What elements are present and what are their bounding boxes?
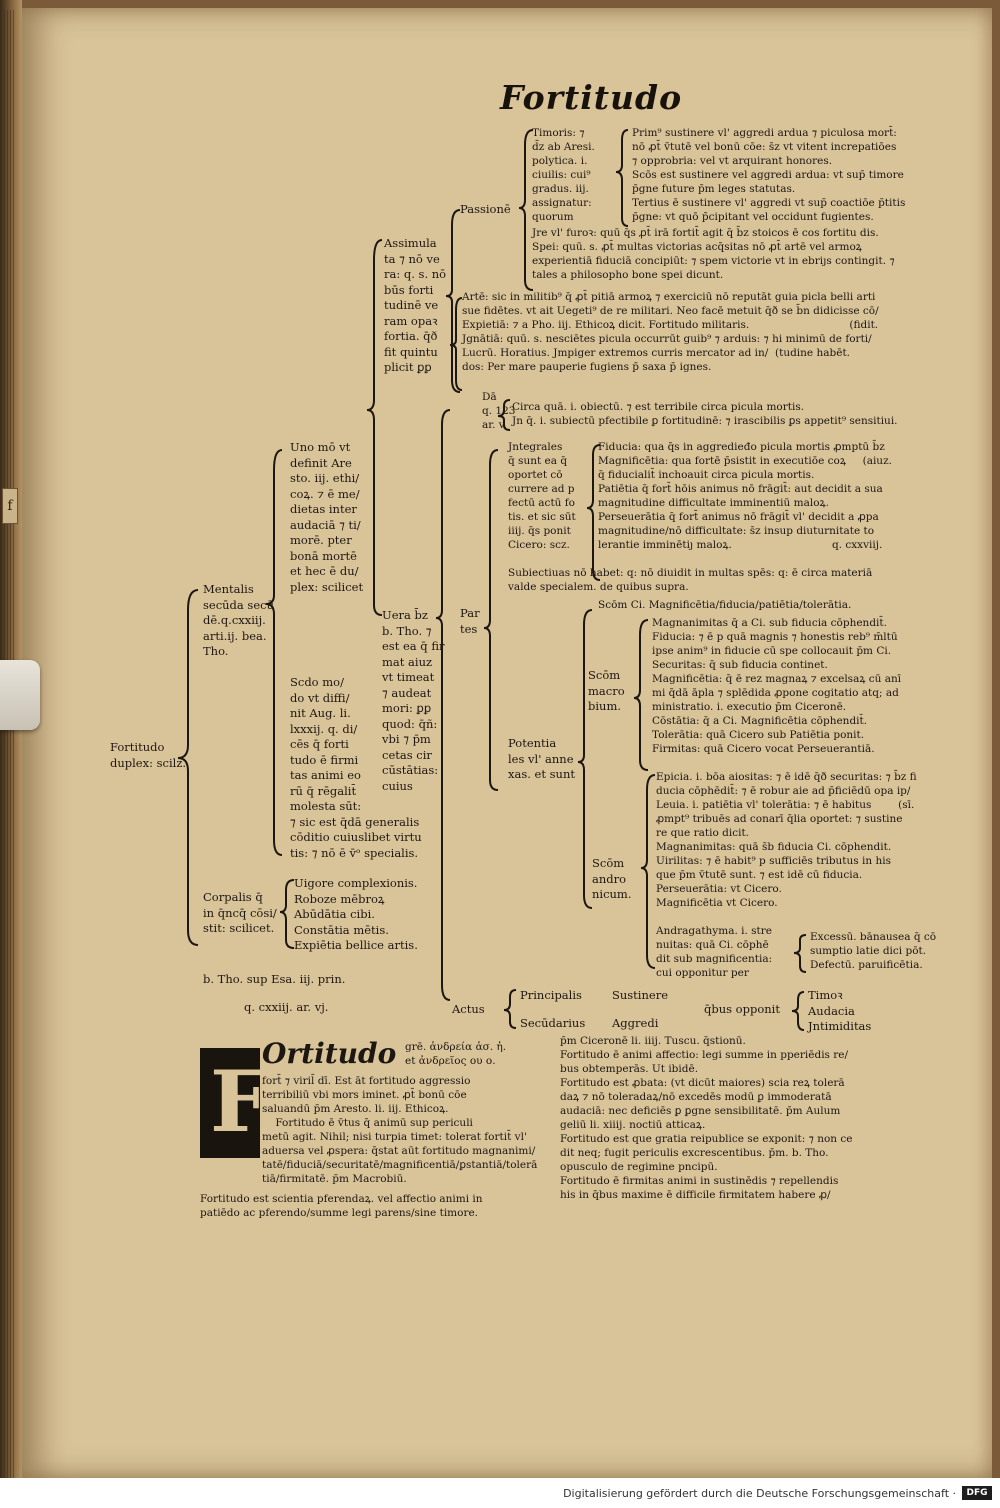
- excessu-bracket: [793, 934, 807, 973]
- tree-root: Fortitudo duplex: scilz.: [110, 740, 187, 770]
- potentiales-bracket: [577, 609, 593, 909]
- uno-bracket: [366, 239, 383, 616]
- secundum-cicero: Scōm Ci. Magnificētia/fiducia/patiētia/t…: [598, 599, 852, 611]
- macrobium-bracket: [633, 619, 649, 771]
- vera-bracket: [435, 409, 451, 1001]
- subiectiuas: Subiectiuas nō habet: q: nō diuidit in m…: [508, 567, 873, 593]
- page-edges: [4, 10, 16, 1480]
- page-clip: [0, 660, 40, 730]
- body-greek: grē. ἀνδρεία ἀσ. ἡ. et ἀνδρεῖος ου ο.: [405, 1041, 507, 1067]
- da-items: Circa quā. i. obiectū. ⁊ est terribile c…: [512, 401, 898, 427]
- body-head-word: Ortitudo: [262, 1037, 397, 1070]
- andragathyma: Andragathyma. i. stre nuitas: quā Ci. cō…: [656, 925, 773, 979]
- tree-vera: Uera b̄z b. Tho. ⁊ est ea q̄ fir mat aiu…: [382, 608, 445, 793]
- andronicum-bracket: [640, 774, 656, 969]
- partes-bracket: [483, 449, 499, 791]
- excessu-defectu: Excessū. bānausea q̄ cō sumptio latie di…: [810, 931, 937, 971]
- tree-actus: Actus: [452, 1002, 485, 1016]
- tree-da: Dā q. 123 ar. v.: [482, 391, 516, 431]
- actus-bracket: [503, 989, 517, 1029]
- actus-sustinere: Sustinere: [612, 988, 669, 1002]
- footer-bar: Digitalisierung gefördert durch die Deut…: [0, 1478, 1000, 1508]
- body-left-para2: Fortitudo est scientia pferendaꝝ. vel af…: [200, 1193, 483, 1219]
- quibus-opponit: q̄bus opponit: [704, 1002, 780, 1016]
- secundum-andronicum: Scōm andro nicum.: [592, 856, 632, 901]
- passione-items: Prim⁹ sustinere vl' aggredi ardua ⁊ picu…: [632, 127, 906, 223]
- tree-mentalis: Mentalis secūda secū dē.q.cxxiij. arti.i…: [203, 582, 274, 658]
- margin-tab: f: [2, 488, 18, 524]
- corporalis-items: Uigore complexionis. Roboze mēbroꝝ Abūdā…: [294, 876, 418, 952]
- timoris-bracket: [615, 129, 629, 227]
- tree-partes: Par tes: [460, 606, 480, 636]
- book-page: [22, 8, 992, 1478]
- secundum-macrobium: Scōm macro bium.: [588, 668, 625, 713]
- actus-principalis: Principalis: [520, 988, 582, 1002]
- passione-continued: Jre vl' furoꝛ: quū q̄s ꝓt̄ irā fortit̄ a…: [532, 227, 895, 281]
- artis-items: Artē: sic in militib⁹ q̄ ꝓt̄ pitiā armoꝝ…: [462, 291, 879, 373]
- passione-timoris: Timoris: ⁊ d̄z ab Aresi. polytica. i. ci…: [532, 127, 595, 223]
- andronicum-items: Epicia. i. bōa aiositas: ⁊ ē idē q̄ð sec…: [656, 771, 917, 909]
- tree-corporalis: Corpalis q̄ in q̄ncq̄ cōsi/ stit: scilic…: [203, 890, 277, 935]
- integrales-items: Fiducia: qua q̄s in aggredieđo picula mo…: [598, 441, 892, 551]
- book-gutter: [0, 0, 22, 1508]
- tree-passione: Passionē: [460, 202, 511, 216]
- mentalis-bracket: [265, 449, 283, 856]
- drop-cap: F: [200, 1048, 270, 1158]
- assimulata-bracket: [445, 209, 461, 393]
- body-right-para: p̄m Ciceronē li. iiij. Tuscu. q̄stionū. …: [560, 1035, 853, 1201]
- actus-aggredi: Aggredi: [612, 1016, 659, 1030]
- page-title: Fortitudo: [500, 78, 683, 117]
- ref-question: q. cxxiij. ar. vj.: [244, 1000, 329, 1014]
- ref-thomas-esa: b. Tho. sup Esa. iij. prin.: [203, 972, 346, 986]
- opposites: Timoꝛ Audacia Jntimiditas: [808, 988, 872, 1033]
- passione-bracket: [518, 129, 534, 291]
- opp-bracket: [791, 991, 805, 1031]
- tree-assimulata: Assimula ta ⁊ nō ve ra: q. s. nō būs for…: [384, 236, 447, 374]
- root-bracket: [177, 589, 199, 946]
- da-bracket: [497, 399, 511, 431]
- tree-uno-modo: Uno mō vt definit Are sto. iij. ethi/ co…: [290, 440, 364, 594]
- footer-credit: Digitalisierung gefördert durch die Deut…: [563, 1487, 956, 1500]
- tree-potentiales: Potentia les vl' anne xas. et sunt: [508, 736, 575, 781]
- actus-secundarius: Secūdarius: [520, 1016, 586, 1030]
- macrobium-items: Magnanimitas q̄ a Ci. sub fiducia cōphen…: [652, 617, 902, 755]
- tree-integrales: Jntegrales q̄ sunt ea q̄ oportet cō curr…: [508, 441, 576, 551]
- assim-passion-bracket: [449, 297, 463, 391]
- corporalis-bracket: [279, 879, 295, 949]
- dfg-logo: DFG: [962, 1486, 992, 1500]
- body-left-para1: fort̄ ⁊ viril̄ dī. Est āt fortitudo aggr…: [262, 1075, 538, 1185]
- integrales-bracket: [586, 444, 601, 581]
- tree-secundo-modo: Scdo mo/ do vt diffi/ nit Aug. li. lxxxi…: [290, 675, 422, 860]
